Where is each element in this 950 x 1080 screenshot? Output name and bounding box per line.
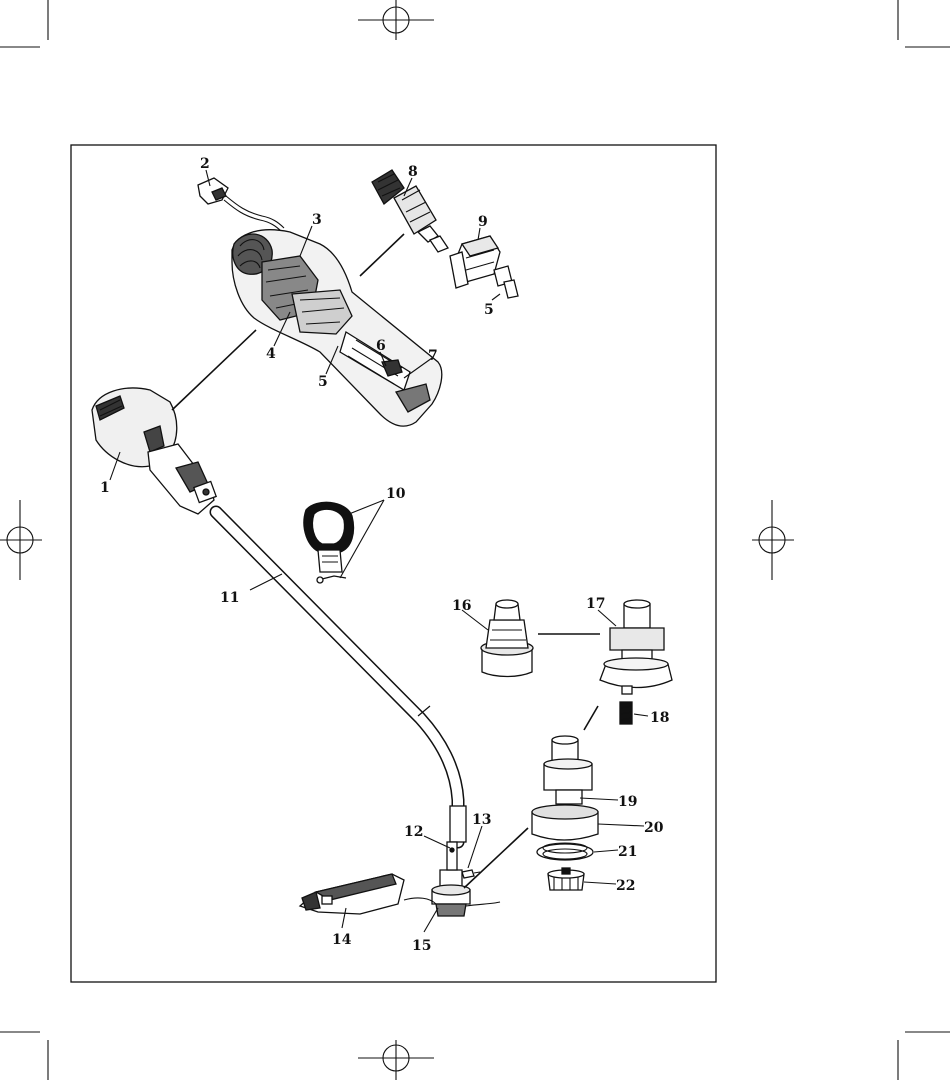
part-20-spool (532, 805, 598, 840)
label-part-18: 18 (650, 710, 669, 726)
part-19-spool-drive (544, 736, 592, 804)
label-part-22: 22 (616, 878, 635, 894)
label-part-20: 20 (644, 820, 664, 836)
part-9-field-assembly (450, 236, 518, 298)
part-12-shaft-coupler (447, 842, 457, 870)
part-18-shaft-screw (620, 686, 632, 724)
label-part-11: 11 (220, 590, 239, 606)
part-13-screw (462, 870, 480, 878)
part-1-handle (92, 388, 216, 514)
registration-mark-right (752, 500, 794, 580)
part-21-spring (537, 843, 593, 860)
label-part-8: 8 (408, 164, 418, 180)
label-part-16: 16 (452, 598, 471, 614)
label-part-10: 10 (386, 486, 406, 502)
part-17-drive-assembly (600, 600, 672, 688)
label-part-2: 2 (200, 156, 210, 172)
label-part-9: 9 (478, 214, 488, 230)
part-10-assist-handle (304, 502, 354, 583)
label-part-12: 12 (404, 824, 423, 840)
label-part-14: 14 (332, 932, 352, 948)
label-part-19: 19 (618, 794, 637, 810)
label-part-6: 6 (376, 338, 386, 354)
part-2-cord-connector (198, 178, 284, 232)
label-part-15: 15 (412, 938, 431, 954)
part-3-motor-housing (232, 230, 442, 426)
label-part-1: 1 (100, 480, 110, 496)
label-part-5b: 5 (484, 302, 494, 318)
label-part-4: 4 (266, 346, 276, 362)
part-16-spool-hub (481, 600, 533, 677)
label-part-21: 21 (618, 844, 637, 860)
label-part-7: 7 (428, 348, 438, 364)
registration-mark-bottom (358, 1040, 434, 1080)
registration-mark-top (358, 0, 434, 40)
part-22-bump-knob (548, 868, 584, 890)
label-part-5a: 5 (318, 374, 328, 390)
label-part-17: 17 (586, 596, 605, 612)
part-14-guard (300, 874, 404, 914)
label-part-13: 13 (472, 812, 491, 828)
registration-mark-left (0, 500, 42, 580)
label-part-3: 3 (312, 212, 322, 228)
part-15-trimmer-head (404, 870, 500, 916)
